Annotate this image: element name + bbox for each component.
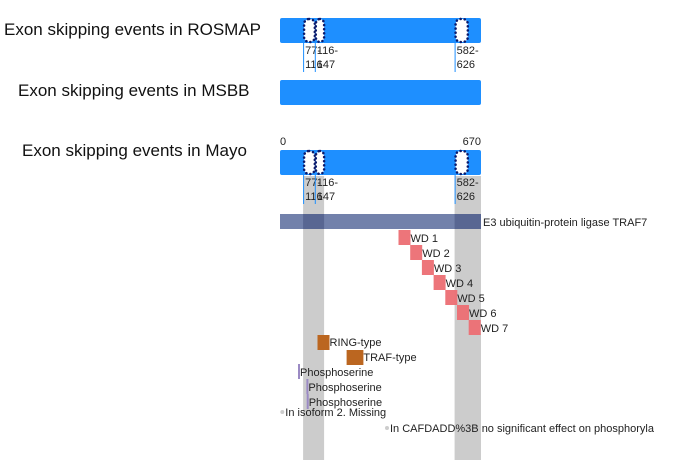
- note-dot[interactable]: [280, 410, 285, 414]
- exon-track-bar[interactable]: [280, 18, 481, 43]
- phosphoserine-marker[interactable]: [306, 379, 309, 394]
- wd-repeat-label: WD 6: [469, 308, 497, 320]
- exon-track-bar[interactable]: [280, 80, 481, 105]
- exon-range-label: 147: [317, 191, 335, 203]
- domain-label: TRAF-type: [363, 352, 416, 364]
- scale-end-label: 670: [463, 136, 481, 148]
- exon-range-label: 626: [457, 191, 475, 203]
- domain-block[interactable]: [346, 350, 364, 365]
- wd-repeat-label: WD 1: [411, 233, 439, 245]
- wd-repeat-block[interactable]: [468, 320, 481, 335]
- domain-label: RING-type: [330, 337, 382, 349]
- wd-repeat-block[interactable]: [410, 245, 423, 260]
- exon-skip-box[interactable]: [314, 149, 326, 176]
- domain-block[interactable]: [317, 335, 330, 350]
- chain-highlight-overlay: [303, 214, 325, 229]
- exon-skip-box[interactable]: [454, 149, 470, 176]
- wd-repeat-block[interactable]: [398, 230, 411, 245]
- modified-residue-label: Phosphoserine: [309, 397, 382, 409]
- wd-repeat-label: WD 5: [457, 293, 485, 305]
- modified-residue-label: Phosphoserine: [300, 367, 373, 379]
- note-label: In isoform 2. Missing: [285, 407, 386, 419]
- wd-repeat-block[interactable]: [433, 275, 446, 290]
- note-dot[interactable]: [385, 426, 389, 430]
- chain-highlight-overlay: [454, 214, 481, 229]
- track-label-mayo: Exon skipping events in Mayo: [22, 141, 247, 160]
- phosphoserine-marker[interactable]: [298, 364, 300, 379]
- track-label-rosmap: Exon skipping events in ROSMAP: [4, 20, 262, 39]
- wd-repeat-label: WD 3: [434, 263, 462, 275]
- exon-range-label: 582-: [457, 177, 479, 189]
- exon-skip-box[interactable]: [454, 17, 470, 44]
- exon-range-label: 116: [305, 59, 323, 71]
- wd-repeat-block[interactable]: [421, 260, 434, 275]
- note-label: In CAFDADD%3B no significant effect on p…: [390, 423, 655, 435]
- exon-range-label: 626: [457, 59, 475, 71]
- exon-range-label: 147: [317, 59, 335, 71]
- exon-skip-box[interactable]: [302, 149, 317, 176]
- exon-range-label: 582-: [457, 45, 479, 57]
- exon-track-bar[interactable]: [280, 150, 481, 175]
- modified-residue-label: Phosphoserine: [308, 382, 381, 394]
- phosphoserine-marker[interactable]: [306, 394, 309, 409]
- wd-repeat-label: WD 7: [481, 323, 509, 335]
- exon-skip-box[interactable]: [302, 17, 317, 44]
- chain-label: E3 ubiquitin-protein ligase TRAF7: [483, 217, 647, 229]
- exon-range-label: 116-: [317, 177, 339, 189]
- exon-range-label: 116: [305, 191, 323, 203]
- scale-start-label: 0: [280, 136, 286, 148]
- wd-repeat-label: WD 4: [446, 278, 474, 290]
- wd-repeat-block[interactable]: [445, 290, 458, 305]
- exon-skip-box[interactable]: [314, 17, 326, 44]
- exon-range-label: 116-: [317, 45, 339, 57]
- exon-range-label: 77-: [305, 177, 321, 189]
- exon-range-label: 77-: [305, 45, 321, 57]
- track-label-msbb: Exon skipping events in MSBB: [18, 81, 250, 100]
- wd-repeat-block[interactable]: [457, 305, 469, 320]
- chain-bar[interactable]: [280, 214, 481, 229]
- wd-repeat-label: WD 2: [422, 248, 450, 260]
